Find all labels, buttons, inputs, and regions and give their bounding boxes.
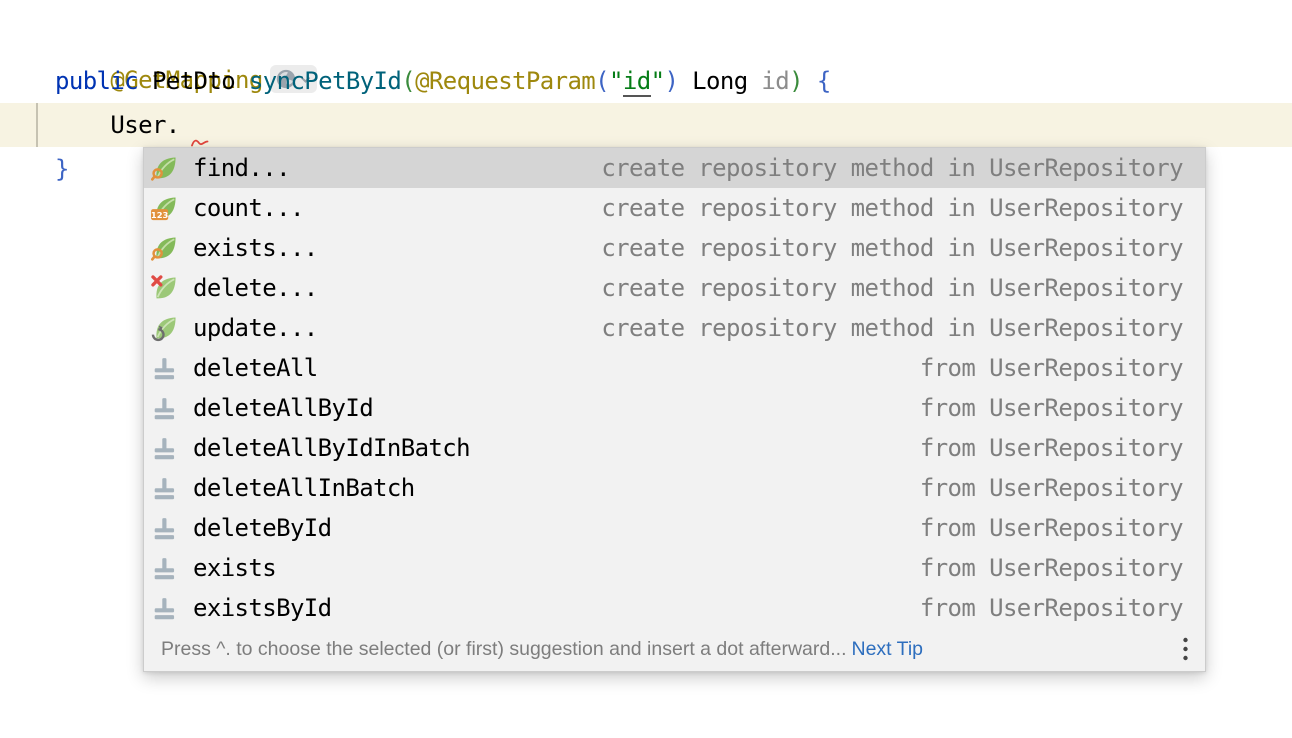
completion-item-label: exists [193,554,277,582]
keyword-public: public [55,67,139,95]
gutter-separator [36,103,38,147]
completion-item-label: update... [193,314,318,342]
completion-item[interactable]: 123 existsById from UserRepository [144,588,1205,628]
svg-text:123: 123 [151,209,168,219]
completion-item-detail: from UserRepository [919,514,1184,542]
repository-method-icon [154,357,175,379]
completion-item-detail: from UserRepository [919,594,1184,622]
completion-item-icon: 123 [151,515,178,542]
completion-item-icon: 123 [151,355,178,382]
completion-item-detail: create repository method in UserReposito… [601,194,1183,222]
completion-item[interactable]: 123 exists... create repository method i… [144,228,1205,268]
paren-close-inner: ) [664,67,679,95]
url-mapping-inlay[interactable] [269,65,317,93]
completion-item-detail: create repository method in UserReposito… [601,154,1183,182]
completion-item-icon: 123 [151,315,178,342]
completion-item[interactable]: 123 deleteAllInBatch from UserRepository [144,468,1205,508]
annotation-requestparam: @RequestParam [415,67,596,95]
spring-count-leaf-icon: 123 [151,196,176,220]
repository-method-icon [154,517,175,539]
completion-item-icon: 123 [151,274,178,302]
completion-item-icon: 123 [151,195,178,222]
repository-method-icon [154,477,175,499]
completion-hint-bar: Press ^. to choose the selected (or firs… [144,628,1205,671]
completion-item-icon: 123 [151,435,178,462]
completion-item[interactable]: 123 deleteAllById from UserRepository [144,388,1205,428]
completion-popup: 123 find... create repository method in … [143,147,1206,672]
paren-close-outer: ) [789,67,803,95]
code-line-signature[interactable]: public PetDto syncPetById(@RequestParam(… [55,59,831,103]
completion-item-label: find... [193,154,291,182]
globe-icon [276,69,295,89]
repository-method-icon [154,557,175,579]
repository-method-icon [154,397,175,419]
receiver-expression: User. [55,111,180,139]
next-tip-link[interactable]: Next Tip [851,638,924,660]
completion-item-label: deleteAllByIdInBatch [193,434,471,462]
brace-close: } [55,155,69,183]
completion-item-detail: from UserRepository [919,354,1184,382]
completion-item-detail: from UserRepository [919,474,1184,502]
completion-item-label: count... [193,194,304,222]
chevron-down-icon [300,76,310,83]
completion-item[interactable]: 123 find... create repository method in … [144,148,1205,188]
hint-text: Press ^. to choose the selected (or firs… [161,638,847,660]
completion-item[interactable]: 123 count... create repository method in… [144,188,1205,228]
code-line-annotation[interactable]: @GetMapping [55,14,317,94]
string-id: id [622,67,651,97]
completion-item-icon: 123 [151,235,178,262]
spring-update-leaf-icon [151,316,176,341]
completion-item[interactable]: 123 update... create repository method i… [144,308,1205,348]
return-type: PetDto [138,67,249,95]
completion-item[interactable]: 123 deleteAllByIdInBatch from UserReposi… [144,428,1205,468]
kebab-menu-button[interactable] [1182,636,1189,663]
repository-method-icon [154,437,175,459]
error-squiggle-icon [191,139,209,147]
completion-item-label: delete... [193,274,318,302]
completion-item-icon: 123 [151,555,178,582]
param-type: Long [678,67,762,95]
spring-find-leaf-icon [151,236,176,261]
kebab-menu-icon [1183,637,1188,661]
spring-find-leaf-icon [151,156,176,181]
quote-close: " [650,67,665,95]
method-name: syncPetById [248,67,402,95]
repository-method-icon [154,597,175,619]
annotation-getmapping: @GetMapping [110,66,263,94]
completion-item[interactable]: 123 deleteAll from UserRepository [144,348,1205,388]
completion-item-detail: create repository method in UserReposito… [601,314,1183,342]
completion-item-label: deleteAll [193,354,318,382]
completion-item-icon: 123 [151,395,178,422]
space [803,67,817,95]
spring-delete-leaf-icon [151,274,176,298]
completion-item-label: exists... [193,234,318,262]
paren-open-outer: ( [401,67,416,95]
completion-item-icon: 123 [151,475,178,502]
completion-item[interactable]: 123 deleteById from UserRepository [144,508,1205,548]
quote-open: " [609,67,623,95]
param-name: id [761,67,790,95]
completion-item-label: deleteAllById [193,394,374,422]
code-line-user-dot[interactable]: User. [55,103,180,147]
code-line-closing-brace[interactable]: } [55,147,69,191]
completion-item-icon: 123 [151,155,178,182]
completion-item-label: deleteById [193,514,332,542]
completion-item-icon: 123 [151,595,178,622]
completion-item-detail: from UserRepository [919,394,1184,422]
brace-open: { [816,67,831,95]
completion-item-detail: from UserRepository [919,434,1184,462]
completion-item-label: deleteAllInBatch [193,474,415,502]
completion-item-detail: create repository method in UserReposito… [601,234,1183,262]
paren-open-inner: ( [595,67,610,95]
completion-item[interactable]: 123 exists from UserRepository [144,548,1205,588]
completion-item-detail: create repository method in UserReposito… [601,274,1183,302]
completion-list[interactable]: 123 find... create repository method in … [144,148,1205,628]
completion-item[interactable]: 123 delete... create repository method i… [144,268,1205,308]
completion-item-detail: from UserRepository [919,554,1184,582]
completion-item-label: existsById [193,594,332,622]
current-line-highlight [0,103,1292,147]
